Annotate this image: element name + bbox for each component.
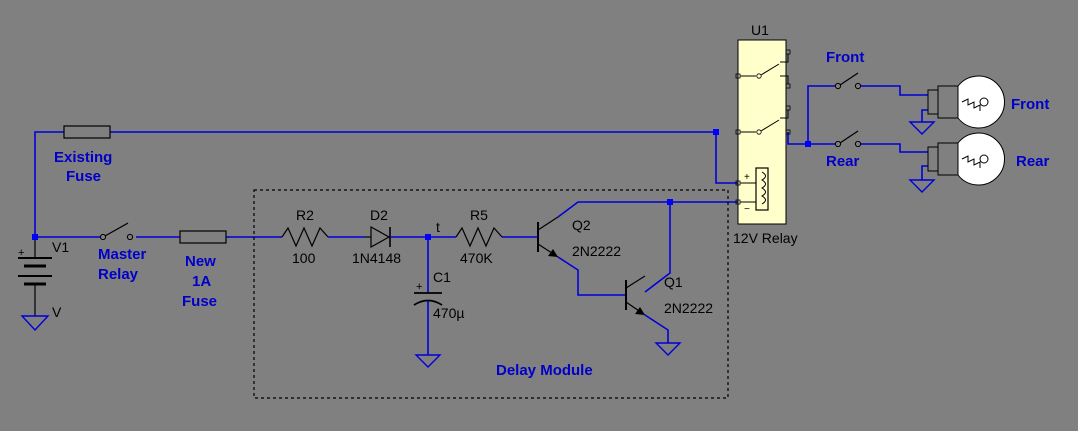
ground-icon: [908, 121, 936, 135]
d2-diode-icon: [365, 225, 391, 249]
c1-capacitor-icon: [413, 292, 443, 306]
new-fuse-icon: [179, 230, 227, 244]
r2-resistor-icon: [281, 226, 329, 248]
q2-npn-transistor-icon: [537, 216, 559, 258]
q1-ref: Q1: [664, 274, 683, 290]
q2-ref: Q2: [572, 217, 591, 233]
junction-v1: [32, 234, 38, 240]
d2-ref: D2: [370, 207, 388, 223]
battery-plus-sign: +: [18, 247, 24, 259]
note-existing-fuse: Fuse: [66, 168, 101, 185]
wire-q2-collector: [557, 201, 670, 218]
ground-icon: [654, 342, 682, 356]
junctions: [32, 129, 811, 240]
u1-value: 12V Relay: [733, 230, 798, 246]
note-rear-lamp: Rear: [1016, 153, 1050, 170]
rear-lamp-icon: [927, 132, 1005, 186]
c1-value: 470µ: [433, 305, 464, 321]
note-master-relay: Relay: [98, 266, 139, 283]
note-front-lamp: Front: [1011, 96, 1049, 113]
junction-collectors: [667, 199, 673, 205]
coil-minus-sign: −: [744, 204, 750, 215]
wire-rear-lamp-ground: [921, 165, 928, 180]
note-existing: Existing: [54, 149, 112, 166]
cap-plus-sign: +: [416, 281, 422, 293]
master-switch-icon: [99, 222, 134, 241]
v1-value: V: [52, 304, 62, 320]
v1-ref: V1: [52, 239, 69, 255]
note-new-fuse: Fuse: [182, 293, 217, 310]
note-1a: 1A: [192, 273, 211, 290]
r2-value: 100: [292, 250, 316, 266]
note-new: New: [185, 253, 216, 270]
u1-ref: U1: [751, 22, 769, 38]
c1-ref: C1: [433, 269, 451, 285]
net-label-t: t: [436, 219, 440, 235]
rear-switch-icon: [834, 130, 862, 148]
note-delay-module: Delay Module: [496, 362, 593, 379]
r5-ref: R5: [470, 207, 488, 223]
junction-node-t: [425, 234, 431, 240]
wire-q1-emitter-to-ground: [644, 314, 669, 343]
wires: [34, 85, 928, 355]
note-master: Master: [98, 246, 147, 263]
r5-resistor-icon: [455, 226, 503, 248]
wire-front-lamp-ground: [921, 109, 928, 122]
junction-relay-supply: [713, 129, 719, 135]
wire-front-switch-to-lamp: [860, 85, 928, 96]
note-front-switch: Front: [826, 49, 864, 66]
delay-module-box: [253, 189, 729, 399]
wire-to-front-switch: [807, 85, 836, 144]
wire-rear-switch-to-lamp: [860, 143, 928, 153]
q2-value: 2N2222: [572, 243, 621, 259]
d2-value: 1N4148: [352, 250, 401, 266]
q1-npn-transistor-icon: [625, 275, 646, 316]
wire-q2-emitter-to-q1-base: [557, 256, 626, 296]
ground-icon: [20, 315, 50, 332]
ground-icon: [414, 354, 442, 368]
battery-icon: [18, 240, 52, 316]
front-switch-icon: [834, 72, 862, 90]
junction-lamp-common: [805, 141, 811, 147]
r5-value: 470K: [460, 250, 493, 266]
wire-v1-to-existing-fuse: [34, 131, 64, 237]
note-rear-switch: Rear: [826, 153, 860, 170]
q1-value: 2N2222: [664, 300, 713, 316]
front-lamp-icon: [927, 75, 1005, 129]
r2-ref: R2: [296, 207, 314, 223]
wire-contact-to-common: [787, 132, 808, 145]
u1-relay-icon: [735, 39, 791, 225]
coil-plus-sign: +: [744, 172, 750, 183]
wire-q1-collector-to-coil: [644, 202, 671, 293]
existing-fuse-icon: [63, 125, 111, 139]
ground-icon: [908, 179, 936, 193]
